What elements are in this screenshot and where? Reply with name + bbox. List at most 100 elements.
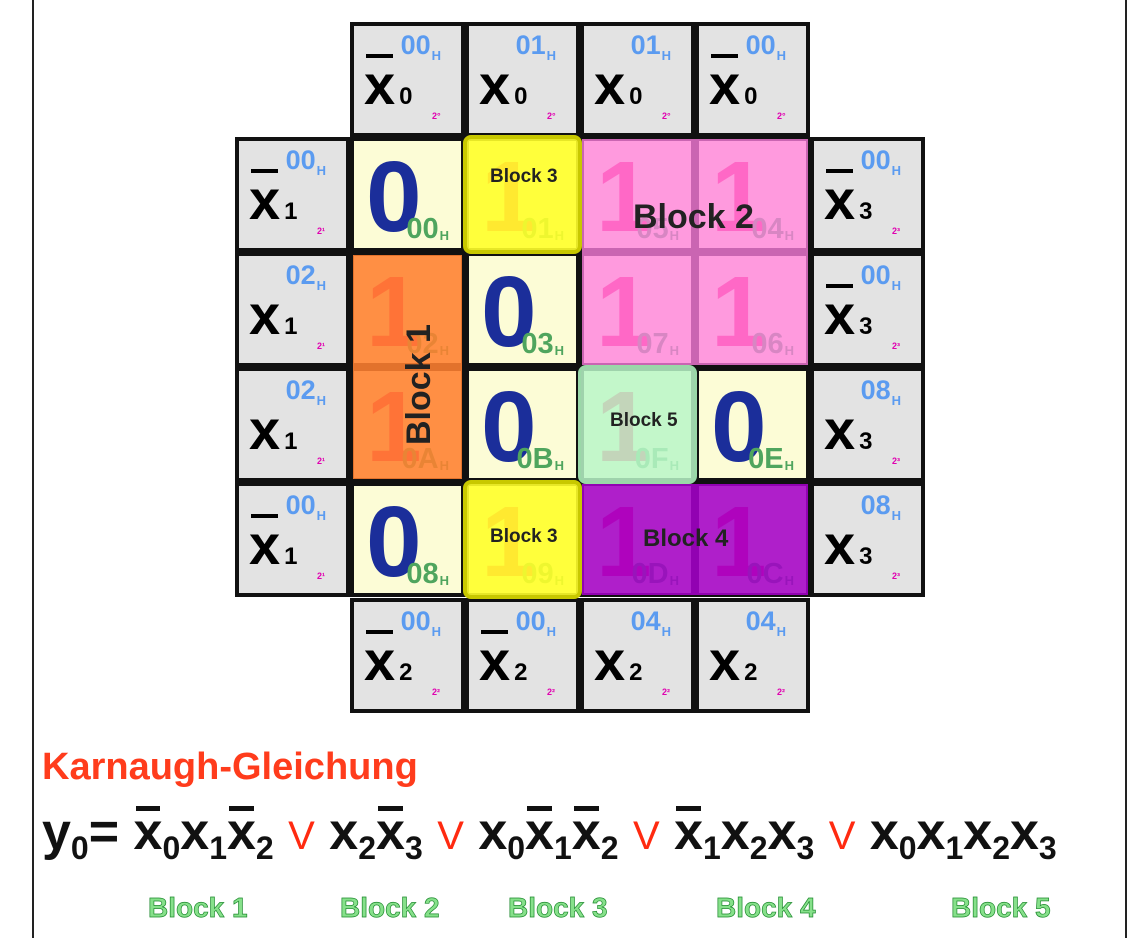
equation-subscript: 2 [255, 830, 274, 866]
index-value: 00 [745, 30, 776, 60]
variable-subscript: 1 [284, 428, 298, 455]
block-4-label: Block 4 [643, 525, 729, 552]
block-2-highlight [582, 139, 808, 365]
index-hex-suffix: H [661, 624, 671, 639]
variable-subscript: 2 [744, 659, 758, 686]
index-value: 08 [860, 375, 891, 405]
index-hex-suffix: H [776, 48, 786, 63]
cell-index-hex: H [439, 573, 449, 588]
index-label: 00H [746, 30, 786, 63]
index-label: 00H [286, 145, 326, 178]
equation-subscript: 3 [404, 830, 423, 866]
block-5-highlight [578, 365, 697, 484]
block-1-label: Block 1 [400, 324, 438, 445]
power-label: 2° [432, 111, 441, 121]
variable-name: x [594, 629, 626, 692]
index-value: 00 [860, 260, 891, 290]
cell-index-value: 08 [406, 558, 439, 590]
equation-subscript: 3 [796, 830, 815, 866]
cell-value: 0 [366, 486, 422, 597]
variable-name: x [249, 168, 281, 231]
equation-block-label-5: Block 5 [951, 892, 1051, 924]
index-hex-suffix: H [891, 508, 901, 523]
block-4-highlight [582, 484, 808, 595]
index-hex-suffix: H [431, 48, 441, 63]
index-hex-suffix: H [431, 624, 441, 639]
index-value: 00 [285, 145, 316, 175]
cell-index-value: 00 [406, 213, 439, 245]
index-hex-suffix: H [546, 48, 556, 63]
block-3-label-top: Block 3 [490, 166, 558, 187]
index-hex-suffix: H [891, 278, 901, 293]
variable-subscript: 3 [859, 198, 873, 225]
variable-name: x [479, 629, 511, 692]
equation-lhs: y [42, 803, 71, 861]
equation-variable: x [869, 803, 899, 861]
equation-variable: x [180, 803, 210, 861]
power-label: 2² [662, 687, 671, 697]
index-label: 00H [286, 490, 326, 523]
block-2-label: Block 2 [633, 198, 754, 236]
cell-index-hex: H [554, 458, 564, 473]
equation-lhs-subscript: 0 [70, 830, 89, 866]
cell-index: 0EH [748, 443, 794, 476]
variable-name: x [249, 513, 281, 576]
power-label: 2³ [892, 341, 901, 351]
block-3-highlight-top [463, 135, 582, 254]
karnaugh-equation: y0= x0x1x2 V x2x3 V x0x1x2 V x1x2x3 V x0… [42, 802, 1057, 867]
cell-index: 03H [521, 328, 564, 361]
index-value: 00 [400, 30, 431, 60]
cell-index-hex: H [439, 228, 449, 243]
index-hex-suffix: H [891, 393, 901, 408]
index-label: 04H [631, 606, 671, 639]
equation-title: Karnaugh-Gleichung [42, 746, 418, 788]
index-label: 01H [631, 30, 671, 63]
index-hex-suffix: H [316, 278, 326, 293]
index-value: 00 [400, 606, 431, 636]
block-3-label-bottom: Block 3 [490, 526, 558, 547]
index-value: 02 [285, 375, 316, 405]
equation-block-label-1: Block 1 [148, 892, 248, 924]
variable-subscript: 2 [514, 659, 528, 686]
power-label: 2² [777, 687, 786, 697]
index-hex-suffix: H [316, 393, 326, 408]
index-value: 04 [630, 606, 661, 636]
equation-subscript: 1 [945, 830, 964, 866]
index-label: 08H [861, 375, 901, 408]
variable-name: x [364, 53, 396, 116]
equation-subscript: 2 [992, 830, 1010, 866]
equation-variable: x [1009, 803, 1039, 861]
variable-name: x [249, 283, 281, 346]
index-label: 00H [401, 606, 441, 639]
equation-subscript: 2 [358, 830, 377, 866]
equation-equals: = [88, 803, 120, 861]
power-label: 2² [547, 687, 556, 697]
block-3-highlight-bottom [463, 480, 582, 599]
index-hex-suffix: H [661, 48, 671, 63]
equation-variable: x [525, 803, 554, 861]
index-label: 00H [516, 606, 556, 639]
or-operator: V [437, 814, 464, 858]
index-label: 00H [401, 30, 441, 63]
equation-subscript: 2 [600, 830, 619, 866]
index-label: 08H [861, 490, 901, 523]
variable-name: x [364, 629, 396, 692]
variable-subscript: 1 [284, 543, 298, 570]
index-label: 02H [286, 260, 326, 293]
variable-name: x [709, 629, 741, 692]
